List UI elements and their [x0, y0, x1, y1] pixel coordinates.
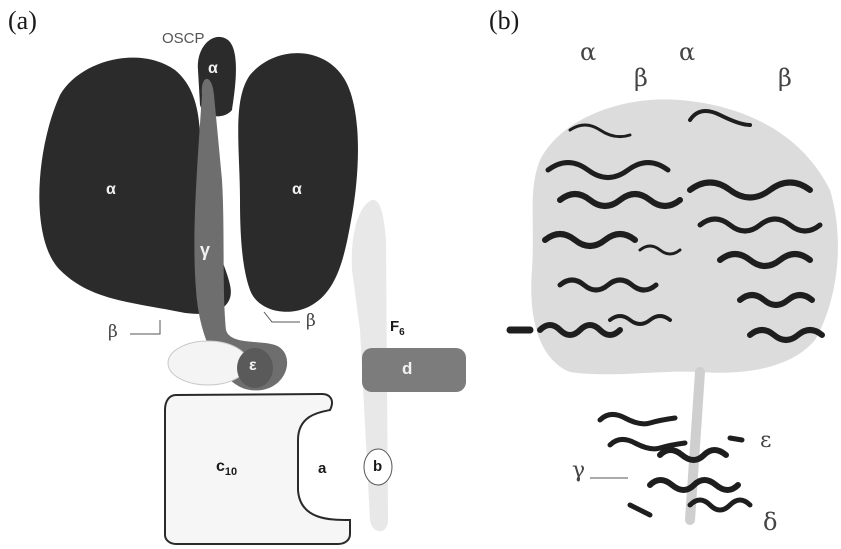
ribbon-central-stalk: [600, 372, 750, 520]
beta-1-label: β: [634, 64, 648, 92]
epsilon-b-label: ε: [760, 428, 771, 453]
alpha-2-label: α: [679, 38, 695, 66]
delta-b-label: δ: [763, 508, 777, 536]
gamma-b-label: γ: [572, 458, 585, 483]
beta-2-label: β: [778, 64, 792, 92]
ribbon-headpiece: [510, 99, 838, 374]
alpha-1-label: α: [580, 38, 596, 66]
